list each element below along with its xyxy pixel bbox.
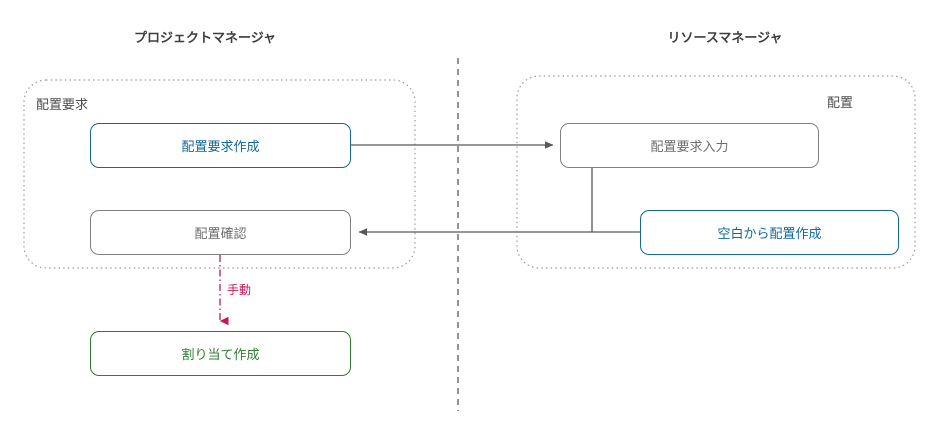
group-label-placement-request: 配置要求 xyxy=(36,97,89,112)
node-create-assignment[interactable]: 割り当て作成 xyxy=(90,331,351,376)
lane-title-project-manager: プロジェクトマネージャ xyxy=(133,30,277,45)
node-label-confirm-placement: 配置確認 xyxy=(194,226,247,241)
node-confirm-placement[interactable]: 配置確認 xyxy=(90,210,351,255)
node-label-create-placement-request: 配置要求作成 xyxy=(181,139,260,154)
lane-title-resource-manager: リソースマネージャ xyxy=(667,30,783,45)
node-create-placement-request[interactable]: 配置要求作成 xyxy=(90,123,351,168)
node-create-placement-from-blank[interactable]: 空白から配置作成 xyxy=(640,210,899,255)
node-label-input-placement-request: 配置要求入力 xyxy=(650,139,729,154)
node-input-placement-request[interactable]: 配置要求入力 xyxy=(560,123,819,168)
group-label-placement: 配置 xyxy=(827,95,854,110)
group-outline-placement xyxy=(516,75,916,269)
node-label-create-placement-from-blank: 空白から配置作成 xyxy=(717,226,822,241)
node-label-create-assignment: 割り当て作成 xyxy=(181,347,260,362)
edge-label-manual: 手動 xyxy=(226,281,253,298)
